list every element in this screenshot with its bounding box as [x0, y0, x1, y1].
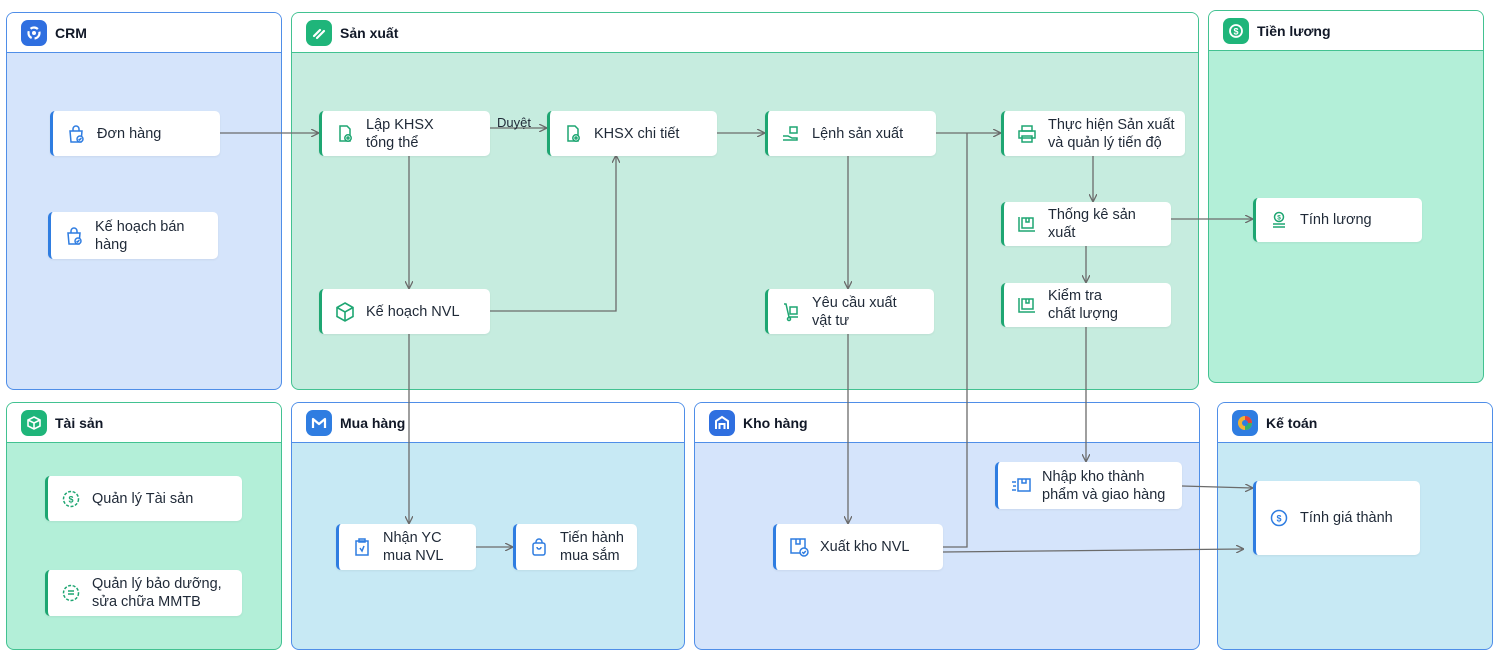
- node-quan-ly-tai-san-label: Quản lý Tài sản: [92, 490, 194, 507]
- node-thuc-hien-sx-label: Thực hiện Sản xuất và quản lý tiến độ: [1048, 116, 1175, 151]
- shopping-bag-check-icon: [65, 123, 87, 145]
- node-xuat-kho-nvl[interactable]: Xuất kho NVL: [773, 524, 943, 570]
- node-xuat-kho-nvl-label: Xuất kho NVL: [820, 539, 910, 555]
- node-nhan-yc-mua[interactable]: Nhận YC mua NVL: [336, 524, 476, 570]
- document-gear-icon: [562, 123, 584, 145]
- svg-text:$: $: [1276, 514, 1281, 524]
- panel-ke-toan-title: Kế toán: [1266, 414, 1318, 431]
- node-quan-ly-bao-duong-label: Quản lý bảo dưỡng, sửa chữa MMTB: [92, 576, 222, 610]
- node-ke-hoach-nvl[interactable]: Kế hoạch NVL: [319, 289, 490, 334]
- node-tinh-gia-thanh[interactable]: $ Tính giá thành: [1253, 481, 1420, 555]
- shopping-bag-check-icon: [63, 225, 85, 247]
- node-thong-ke-sx-label: Thống kê sản xuất: [1048, 207, 1136, 241]
- node-don-hang[interactable]: Đơn hàng: [50, 111, 220, 156]
- asset-app-icon: [21, 409, 47, 436]
- payroll-app-icon: $: [1223, 17, 1249, 44]
- clipboard-box-icon: [1016, 213, 1038, 235]
- panel-crm: CRM: [6, 12, 282, 390]
- document-gear-icon: [334, 123, 356, 145]
- node-quan-ly-tai-san[interactable]: $ Quản lý Tài sản: [45, 476, 242, 521]
- node-lap-khsx[interactable]: Lập KHSX tổng thể: [319, 111, 490, 156]
- box-check-icon: [788, 536, 810, 558]
- panel-san-xuat-title: Sản xuất: [340, 24, 399, 41]
- production-app-icon: [306, 19, 332, 46]
- node-tinh-luong-label: Tính lương: [1300, 212, 1372, 228]
- dollar-gear-icon: $: [60, 488, 82, 510]
- node-thuc-hien-sx[interactable]: Thực hiện Sản xuất và quản lý tiến độ: [1001, 111, 1185, 156]
- panel-tien-luong-title: Tiền lương: [1257, 22, 1331, 39]
- panel-kho-hang: Kho hàng: [694, 402, 1200, 650]
- clipboard-request-icon: [351, 536, 373, 558]
- node-thong-ke-sx[interactable]: Thống kê sản xuất: [1001, 202, 1171, 246]
- dollar-circle-icon: $: [1268, 507, 1290, 529]
- printer-icon: [1016, 123, 1038, 145]
- panel-san-xuat-header: Sản xuất: [292, 13, 1198, 53]
- node-nhan-yc-mua-label: Nhận YC mua NVL: [383, 530, 444, 564]
- crm-app-icon: [21, 19, 47, 46]
- warehouse-app-icon: [709, 409, 735, 436]
- node-tinh-luong[interactable]: $ Tính lương: [1253, 198, 1422, 242]
- node-ke-hoach-ban-hang-label: Kế hoạch bán hàng: [95, 218, 185, 253]
- panel-tien-luong: $ Tiền lương: [1208, 10, 1484, 383]
- panel-tai-san-header: Tài sản: [7, 403, 281, 443]
- node-quan-ly-bao-duong[interactable]: Quản lý bảo dưỡng, sửa chữa MMTB: [45, 570, 242, 616]
- node-ke-hoach-nvl-label: Kế hoạch NVL: [366, 303, 460, 320]
- node-nhap-kho-tp-label: Nhập kho thành phẩm và giao hàng: [1042, 468, 1166, 503]
- panel-crm-title: CRM: [55, 24, 87, 41]
- panel-ke-toan-header: Kế toán: [1218, 403, 1492, 443]
- hand-truck-icon: [780, 301, 802, 323]
- node-kiem-tra-cl-label: Kiểm tra chất lượng: [1048, 288, 1119, 322]
- node-don-hang-label: Đơn hàng: [97, 125, 162, 142]
- node-tien-hanh-mua-label: Tiến hành mua sắm: [560, 530, 624, 564]
- accounting-app-icon: [1232, 409, 1258, 436]
- node-tinh-gia-thanh-label: Tính giá thành: [1300, 510, 1393, 526]
- panel-mua-hang-title: Mua hàng: [340, 414, 406, 431]
- hand-box-icon: [780, 123, 802, 145]
- node-yeu-cau-xuat[interactable]: Yêu cầu xuất vật tư: [765, 289, 934, 334]
- svg-text:$: $: [1277, 215, 1281, 222]
- shopping-bag-icon: [528, 536, 550, 558]
- node-lap-khsx-label: Lập KHSX tổng thể: [366, 116, 434, 151]
- node-khsx-chi-tiet-label: KHSX chi tiết: [594, 125, 680, 142]
- money-stack-icon: $: [1268, 209, 1290, 231]
- edge-label-duyet: Duyệt: [497, 115, 531, 130]
- cube-icon: [334, 301, 356, 323]
- fast-delivery-box-icon: [1010, 475, 1032, 497]
- node-lenh-san-xuat[interactable]: Lệnh sản xuất: [765, 111, 936, 156]
- panel-kho-hang-title: Kho hàng: [743, 414, 808, 431]
- node-yeu-cau-xuat-label: Yêu cầu xuất vật tư: [812, 294, 897, 329]
- node-kiem-tra-cl[interactable]: Kiểm tra chất lượng: [1001, 283, 1171, 327]
- panel-crm-header: CRM: [7, 13, 281, 53]
- purchase-app-icon: [306, 409, 332, 436]
- panel-kho-hang-header: Kho hàng: [695, 403, 1199, 443]
- node-nhap-kho-tp[interactable]: Nhập kho thành phẩm và giao hàng: [995, 462, 1182, 509]
- panel-tai-san-title: Tài sản: [55, 414, 104, 431]
- svg-text:$: $: [68, 494, 73, 504]
- node-tien-hanh-mua[interactable]: Tiến hành mua sắm: [513, 524, 637, 570]
- node-khsx-chi-tiet[interactable]: KHSX chi tiết: [547, 111, 717, 156]
- svg-text:$: $: [1233, 26, 1238, 36]
- panel-tien-luong-header: $ Tiền lương: [1209, 11, 1483, 51]
- settings-list-icon: [60, 582, 82, 604]
- clipboard-box-icon: [1016, 294, 1038, 316]
- panel-mua-hang-header: Mua hàng: [292, 403, 684, 443]
- node-ke-hoach-ban-hang[interactable]: Kế hoạch bán hàng: [48, 212, 218, 259]
- node-lenh-san-xuat-label: Lệnh sản xuất: [812, 125, 904, 142]
